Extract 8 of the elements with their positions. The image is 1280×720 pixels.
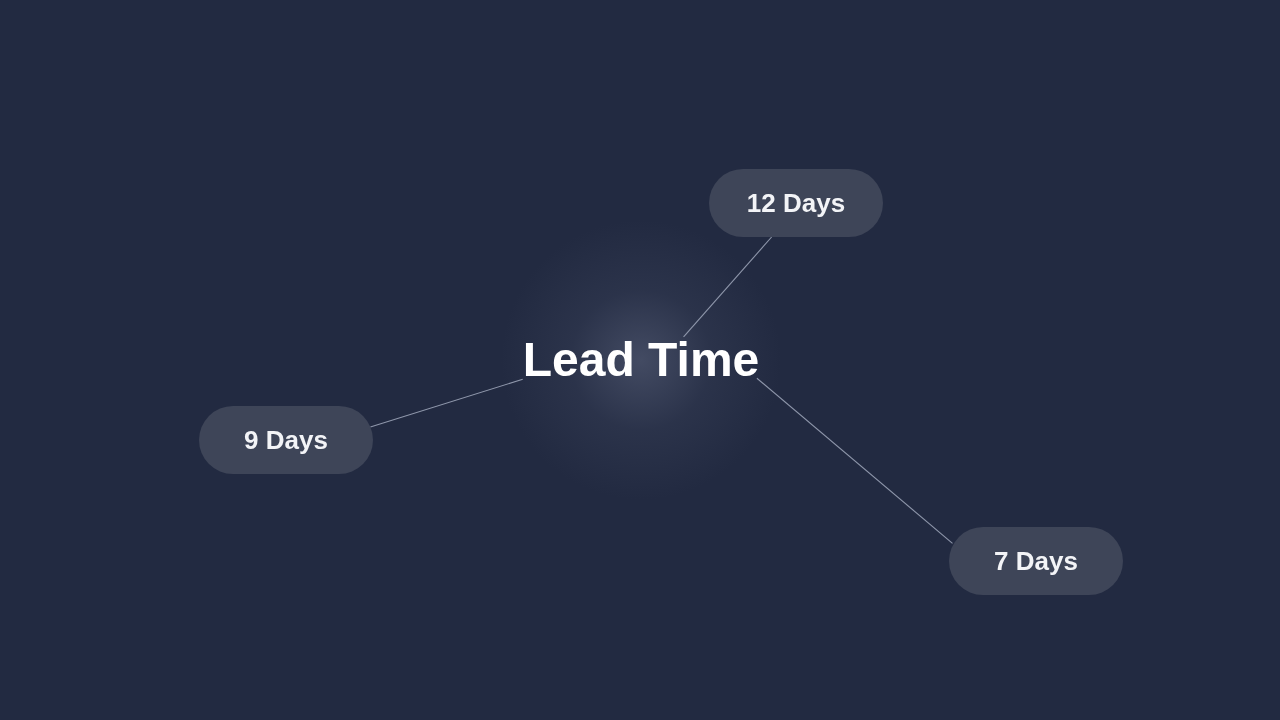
duration-label: 9 Days <box>244 424 328 456</box>
connector-line <box>683 236 773 338</box>
connector-line <box>756 377 954 544</box>
pill-box <box>949 527 1123 595</box>
duration-label: 12 Days <box>746 187 846 219</box>
duration-label: 7 Days <box>994 545 1078 577</box>
connector-line <box>369 378 524 428</box>
hub-title: Lead Time <box>522 336 760 384</box>
